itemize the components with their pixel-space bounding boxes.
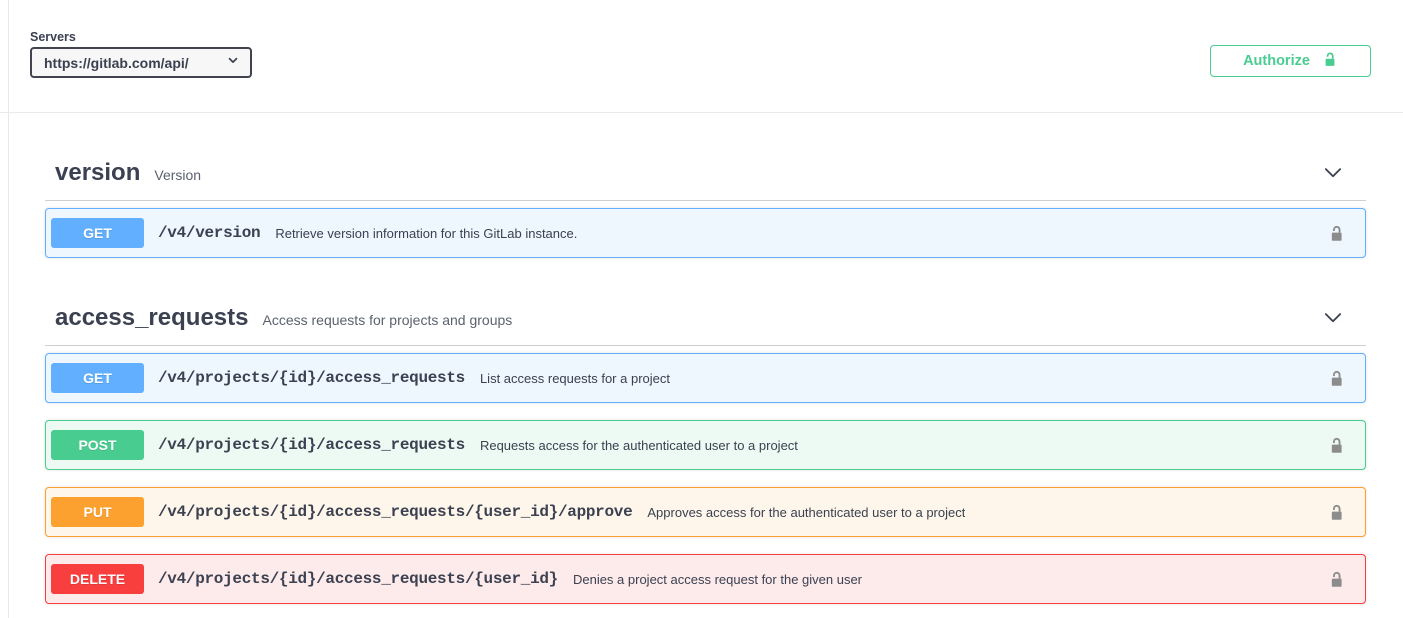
- authorize-button-label: Authorize: [1243, 53, 1310, 69]
- chevron-down-icon[interactable]: [1320, 305, 1346, 331]
- endpoint-description: Requests access for the authenticated us…: [479, 437, 798, 453]
- method-badge: GET: [51, 363, 144, 393]
- endpoint-row-delete-access-request[interactable]: DELETE /v4/projects/{id}/access_requests…: [45, 554, 1366, 604]
- endpoint-description: Retrieve version information for this Gi…: [275, 225, 578, 241]
- chevron-down-icon: [226, 53, 240, 72]
- server-select-value: https://gitlab.com/api/: [44, 54, 189, 71]
- section-version: version Version GET /v4/version Retrieve…: [45, 149, 1366, 258]
- section-access-requests: access_requests Access requests for proj…: [45, 294, 1366, 604]
- endpoint-path: /v4/projects/{id}/access_requests: [158, 436, 465, 454]
- api-operations-list: version Version GET /v4/version Retrieve…: [0, 149, 1403, 604]
- endpoint-row-get-access-requests[interactable]: GET /v4/projects/{id}/access_requests Li…: [45, 353, 1366, 403]
- page-left-border: [8, 0, 9, 618]
- endpoint-description: Approves access for the authenticated us…: [647, 504, 966, 520]
- lock-icon[interactable]: [1316, 369, 1345, 388]
- method-badge: PUT: [51, 497, 144, 527]
- lock-icon[interactable]: [1316, 570, 1345, 589]
- endpoint-description: Denies a project access request for the …: [572, 571, 863, 587]
- endpoint-path: /v4/projects/{id}/access_requests: [158, 369, 465, 387]
- servers-label: Servers: [30, 30, 76, 44]
- method-badge: DELETE: [51, 564, 144, 594]
- section-subtitle: Version: [154, 167, 202, 183]
- endpoint-row-put-approve[interactable]: PUT /v4/projects/{id}/access_requests/{u…: [45, 487, 1366, 537]
- server-select[interactable]: https://gitlab.com/api/: [30, 47, 252, 78]
- unlock-icon: [1322, 51, 1338, 71]
- method-badge: GET: [51, 218, 144, 248]
- lock-icon[interactable]: [1316, 436, 1345, 455]
- servers-container: Servers https://gitlab.com/api/: [30, 30, 252, 78]
- scheme-bar: Servers https://gitlab.com/api/ Authoriz…: [0, 0, 1403, 113]
- section-header-access-requests[interactable]: access_requests Access requests for proj…: [45, 294, 1366, 346]
- section-subtitle: Access requests for projects and groups: [262, 312, 513, 328]
- section-title: access_requests: [55, 304, 249, 331]
- section-header-version[interactable]: version Version: [45, 149, 1366, 201]
- lock-icon[interactable]: [1316, 503, 1345, 522]
- endpoint-path: /v4/projects/{id}/access_requests/{user_…: [158, 570, 558, 588]
- endpoint-description: List access requests for a project: [479, 370, 670, 386]
- endpoint-path: /v4/projects/{id}/access_requests/{user_…: [158, 503, 633, 521]
- endpoint-path: /v4/version: [158, 224, 261, 242]
- method-badge: POST: [51, 430, 144, 460]
- chevron-down-icon[interactable]: [1320, 160, 1346, 186]
- section-title: version: [55, 159, 141, 186]
- endpoint-row-post-access-requests[interactable]: POST /v4/projects/{id}/access_requests R…: [45, 420, 1366, 470]
- lock-icon[interactable]: [1316, 224, 1345, 243]
- endpoint-row-get-version[interactable]: GET /v4/version Retrieve version informa…: [45, 208, 1366, 258]
- authorize-button[interactable]: Authorize: [1210, 45, 1371, 77]
